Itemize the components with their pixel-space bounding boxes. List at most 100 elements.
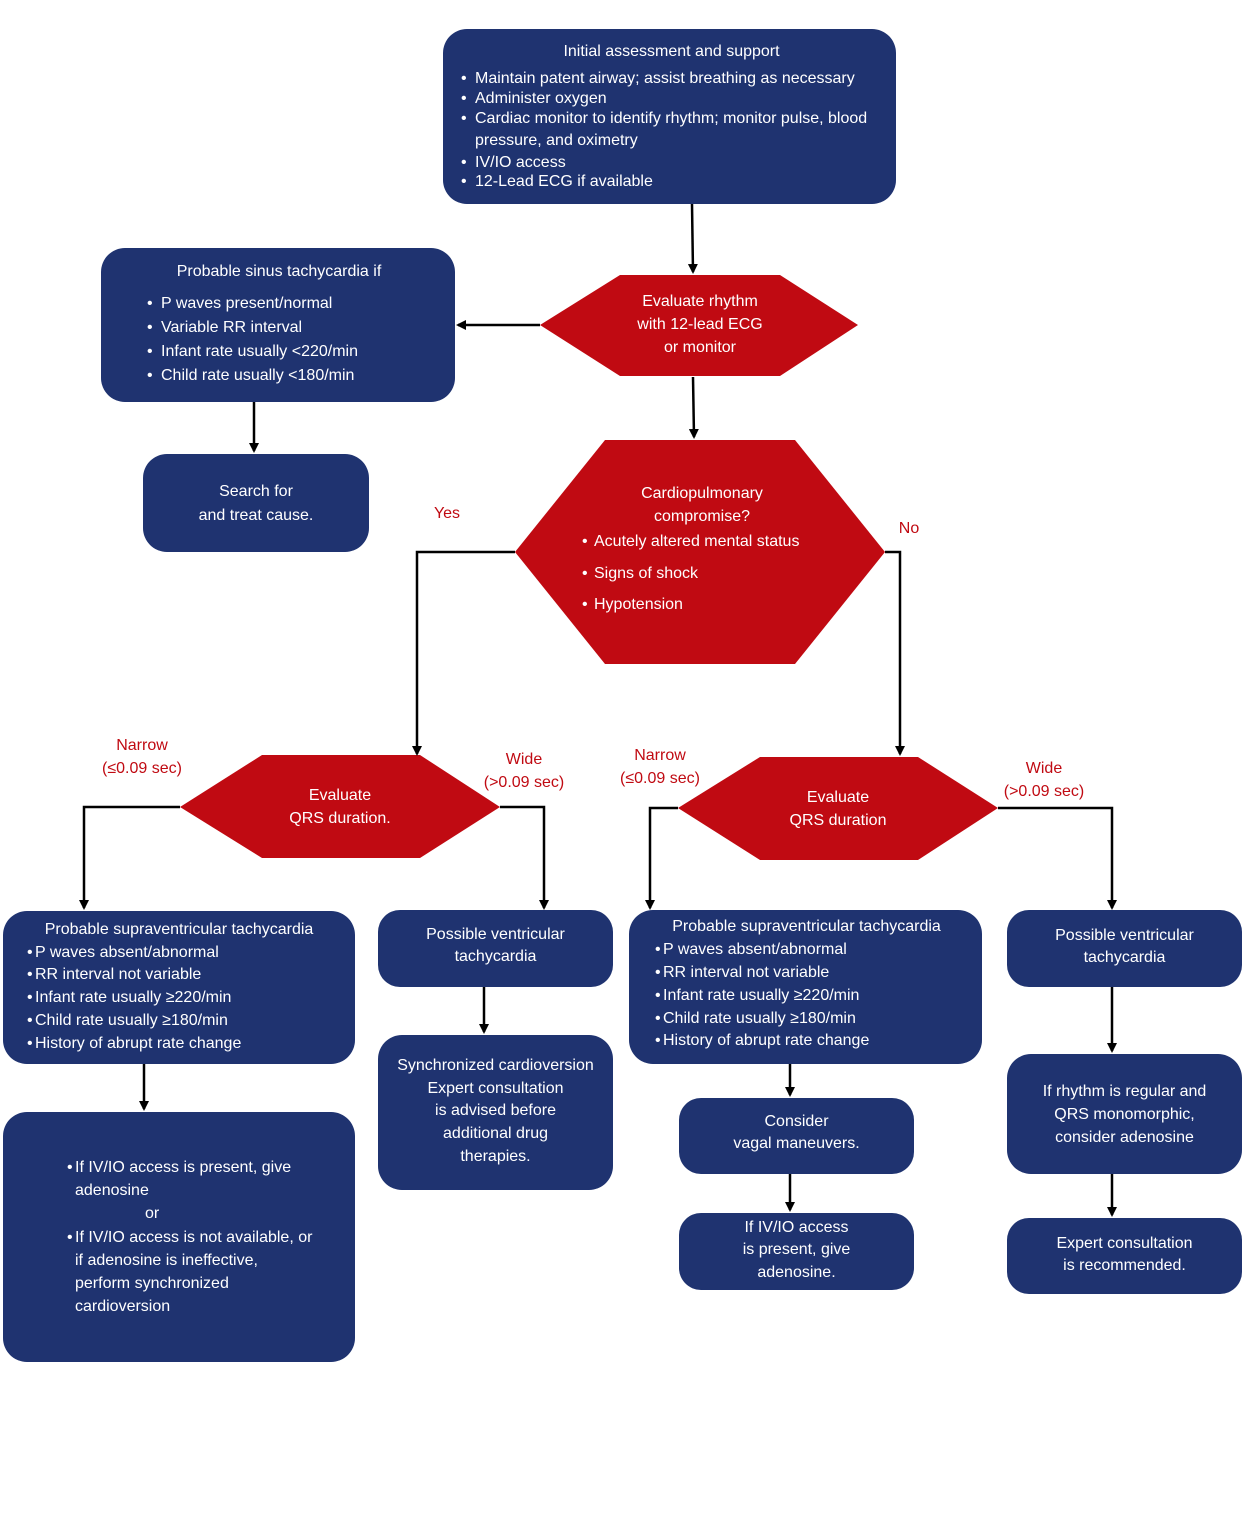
- arrow-initial-to-rhythm: [687, 203, 698, 274]
- list-item: Variable RR interval: [145, 316, 443, 340]
- decision-line: Evaluate: [308, 787, 372, 804]
- decision-line: Evaluate rhythm: [642, 293, 758, 310]
- arrow-right-wide: [998, 806, 1117, 910]
- label-line: (≤0.09 sec): [102, 760, 182, 778]
- compromise-text: Cardiopulmonary compromise? Acutely alte…: [582, 482, 842, 616]
- label-line: Wide: [1025, 760, 1063, 777]
- box-line: consider adenosine: [1055, 1129, 1194, 1147]
- arrow-rhythm-to-compromise: [688, 376, 699, 439]
- right-qrs-decision: [678, 757, 998, 860]
- sinus-tachycardia-list: P waves present/normal Variable RR inter…: [145, 292, 443, 388]
- box-line: Possible ventricular: [1055, 927, 1194, 944]
- list-item: History of abrupt rate change: [25, 1033, 345, 1056]
- left-qrs-text: Evaluate QRS duration.: [240, 784, 440, 830]
- list-item: P waves absent/abnormal: [653, 939, 972, 962]
- list-item: Signs of shock: [582, 562, 842, 585]
- box-line: If IV/IO access: [744, 1219, 849, 1236]
- initial-assessment-title: Initial assessment and support: [563, 43, 780, 60]
- or-text: or: [145, 1205, 160, 1223]
- box-line: adenosine.: [757, 1263, 836, 1281]
- box-line: is advised before: [435, 1102, 556, 1120]
- sinus-tachycardia-title: Probable sinus tachycardia if: [176, 263, 382, 280]
- label-line: Wide: [505, 751, 543, 768]
- decision-line: QRS duration.: [289, 810, 391, 828]
- vagal-maneuvers-box: Consider vagal maneuvers.: [679, 1098, 914, 1174]
- regular-qrs-box: If rhythm is regular and QRS monomorphic…: [1007, 1054, 1242, 1174]
- left-vt-box: Possible ventricular tachycardia: [378, 910, 613, 987]
- box-line: Expert consultation: [427, 1079, 564, 1097]
- label-line: Narrow: [116, 737, 168, 754]
- left-svt-box: Probable supraventricular tachycardia P …: [3, 911, 355, 1064]
- box-line: and treat cause.: [198, 507, 314, 524]
- evaluate-rhythm-decision: [540, 275, 858, 376]
- compromise-title: Cardiopulmonary compromise?: [582, 482, 822, 528]
- left-svt-action-list: If IV/IO access is present, give adenosi…: [67, 1156, 315, 1202]
- initial-assessment-list: Maintain patent airway; assist breathing…: [459, 69, 884, 191]
- right-svt-box: Probable supraventricular tachycardia P …: [629, 910, 982, 1064]
- yes-label: Yes: [433, 505, 461, 522]
- list-item: Child rate usually ≥180/min: [25, 1010, 345, 1033]
- list-item: Infant rate usually <220/min: [145, 340, 443, 364]
- list-item: Maintain patent airway; assist breathing…: [459, 69, 884, 88]
- decision-line: Cardiopulmonary: [641, 485, 763, 502]
- left-svt-title: Probable supraventricular tachycardia: [44, 921, 314, 938]
- decision-line: compromise?: [653, 508, 751, 526]
- list-item: Cardiac monitor to identify rhythm; moni…: [459, 108, 884, 153]
- box-line: is present, give: [742, 1241, 851, 1259]
- decision-line: or monitor: [663, 339, 737, 357]
- expert-consultation-box: Expert consultation is recommended.: [1007, 1218, 1242, 1294]
- box-line: If rhythm is regular and: [1042, 1083, 1207, 1100]
- list-item: Acutely altered mental status: [582, 530, 842, 553]
- box-line: Synchronized cardioversion: [397, 1057, 594, 1074]
- right-svt-title: Probable supraventricular tachycardia: [672, 918, 941, 935]
- box-line: is recommended.: [1063, 1257, 1186, 1275]
- box-line: Possible ventricular: [426, 926, 565, 943]
- list-item: History of abrupt rate change: [653, 1030, 972, 1053]
- right-qrs-text: Evaluate QRS duration: [738, 786, 938, 832]
- decision-line: QRS duration: [789, 812, 887, 830]
- left-svt-action-list-2: If IV/IO access is not available, or if …: [67, 1226, 315, 1319]
- list-item: Child rate usually ≥180/min: [653, 1008, 972, 1031]
- list-item: RR interval not variable: [25, 964, 345, 987]
- list-item: IV/IO access: [459, 153, 884, 172]
- list-item: P waves present/normal: [145, 292, 443, 316]
- list-item: Hypotension: [582, 593, 842, 616]
- box-line: tachycardia: [454, 948, 537, 966]
- arrow-right-narrow: [645, 806, 678, 910]
- left-vt-action-box: Synchronized cardioversion Expert consul…: [378, 1035, 613, 1190]
- initial-assessment-box: Initial assessment and support Maintain …: [443, 29, 896, 204]
- list-item: If IV/IO access is present, give adenosi…: [65, 1156, 315, 1202]
- right-narrow-label: Narrow (≤0.09 sec): [600, 744, 720, 790]
- adenosine-box: If IV/IO access is present, give adenosi…: [679, 1213, 914, 1290]
- list-item: RR interval not variable: [653, 962, 972, 985]
- left-svt-action-box: If IV/IO access is present, give adenosi…: [3, 1112, 355, 1362]
- box-line: Consider: [764, 1113, 829, 1130]
- arrow-left-narrow: [79, 805, 180, 910]
- compromise-list: Acutely altered mental status Signs of s…: [582, 530, 842, 616]
- arrow-left-wide: [500, 805, 549, 910]
- box-line: therapies.: [460, 1147, 531, 1165]
- sinus-tachycardia-box: Probable sinus tachycardia if P waves pr…: [101, 248, 455, 402]
- list-item: 12-Lead ECG if available: [459, 172, 884, 191]
- decision-line: Evaluate: [806, 789, 870, 806]
- left-qrs-decision: [180, 755, 500, 858]
- box-line: additional drug: [443, 1125, 548, 1143]
- list-item: Infant rate usually ≥220/min: [653, 985, 972, 1008]
- label-line: (>0.09 sec): [1003, 783, 1085, 801]
- left-narrow-label: Narrow (≤0.09 sec): [82, 734, 202, 780]
- decision-line: with 12-lead ECG: [637, 316, 763, 334]
- label-line: Narrow: [634, 747, 686, 764]
- arrow-no-branch: [885, 550, 905, 756]
- box-line: Expert consultation: [1056, 1235, 1193, 1252]
- left-wide-label: Wide (>0.09 sec): [464, 748, 584, 794]
- box-line: tachycardia: [1083, 949, 1166, 967]
- list-item: P waves absent/abnormal: [25, 942, 345, 965]
- list-item: Administer oxygen: [459, 89, 884, 108]
- arrow-yes-branch: [412, 550, 515, 756]
- label-line: (≤0.09 sec): [620, 770, 700, 788]
- list-item: Infant rate usually ≥220/min: [25, 987, 345, 1010]
- evaluate-rhythm-text: Evaluate rhythm with 12-lead ECG or moni…: [600, 290, 800, 360]
- right-vt-box: Possible ventricular tachycardia: [1007, 910, 1242, 987]
- right-svt-list: P waves absent/abnormal RR interval not …: [653, 939, 972, 1053]
- label-line: (>0.09 sec): [483, 774, 565, 792]
